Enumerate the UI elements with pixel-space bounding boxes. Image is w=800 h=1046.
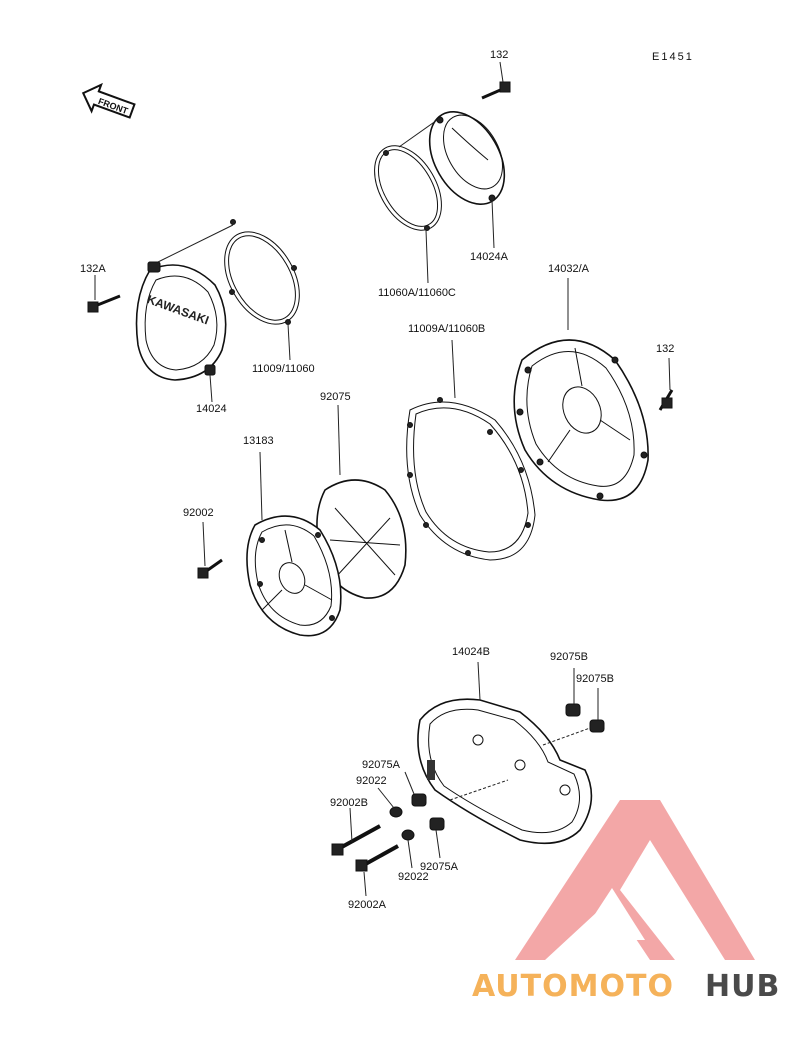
bolt-92002A-icon — [355, 844, 399, 872]
label-13183: 13183 — [243, 435, 274, 447]
nut-92075B-1-icon — [565, 703, 581, 717]
label-132-top: 132 — [490, 49, 508, 61]
nut-92075A-1-icon — [411, 793, 427, 807]
label-92022-2: 92022 — [398, 871, 429, 883]
label-92022-1: 92022 — [356, 775, 387, 787]
gasket-11060A-icon — [374, 145, 442, 231]
label-11060A: 11060A/11060C — [378, 287, 456, 299]
nut-92075A-2-icon — [429, 817, 445, 831]
label-14024B: 14024B — [452, 646, 490, 658]
cover-14024-icon: KAWASAKI — [135, 261, 227, 381]
watermark-text-b: HUB — [705, 969, 780, 1004]
label-132A: 132A — [80, 263, 106, 275]
label-14032A: 14032/A — [548, 263, 590, 275]
label-92075B-1: 92075B — [550, 651, 588, 663]
label-14024: 14024 — [196, 403, 227, 415]
watermark-text-a: AUTOMOTO — [472, 969, 674, 1004]
label-92075A-1: 92075A — [362, 759, 401, 771]
gasket-11009A-icon — [406, 397, 536, 561]
label-92002B: 92002B — [330, 797, 368, 809]
bolt-92002B-icon — [331, 824, 381, 856]
washer-92022-1-icon — [389, 806, 403, 818]
cover-14024B-icon — [417, 698, 593, 845]
plate-92075-icon — [316, 479, 407, 599]
cover-14024A-icon — [428, 111, 506, 205]
label-92075A-2: 92075A — [420, 861, 459, 873]
label-92075B-2: 92075B — [576, 673, 614, 685]
bolt-92002-icon — [197, 558, 223, 579]
plate-13183-icon — [246, 515, 342, 637]
nut-92075B-2-icon — [589, 719, 605, 733]
label-92002: 92002 — [183, 507, 214, 519]
label-92075: 92075 — [320, 391, 351, 403]
label-132-right: 132 — [656, 343, 674, 355]
bolt-132-right-icon — [658, 389, 674, 411]
bolt-132-top-icon — [481, 81, 511, 100]
label-92002A: 92002A — [348, 899, 387, 911]
front-arrow-icon: FRONT — [81, 82, 136, 119]
cover-14032-icon — [513, 339, 649, 502]
washer-92022-2-icon — [401, 829, 415, 841]
label-14024A: 14024A — [470, 251, 509, 263]
bolt-132A-icon — [87, 294, 121, 313]
label-11009: 11009/11060 — [252, 363, 315, 375]
label-11009A: 11009A/11060B — [408, 323, 485, 335]
gasket-11009-icon — [224, 219, 300, 325]
watermark-logo-icon — [515, 800, 755, 960]
diagram-code: E1451 — [652, 51, 694, 63]
